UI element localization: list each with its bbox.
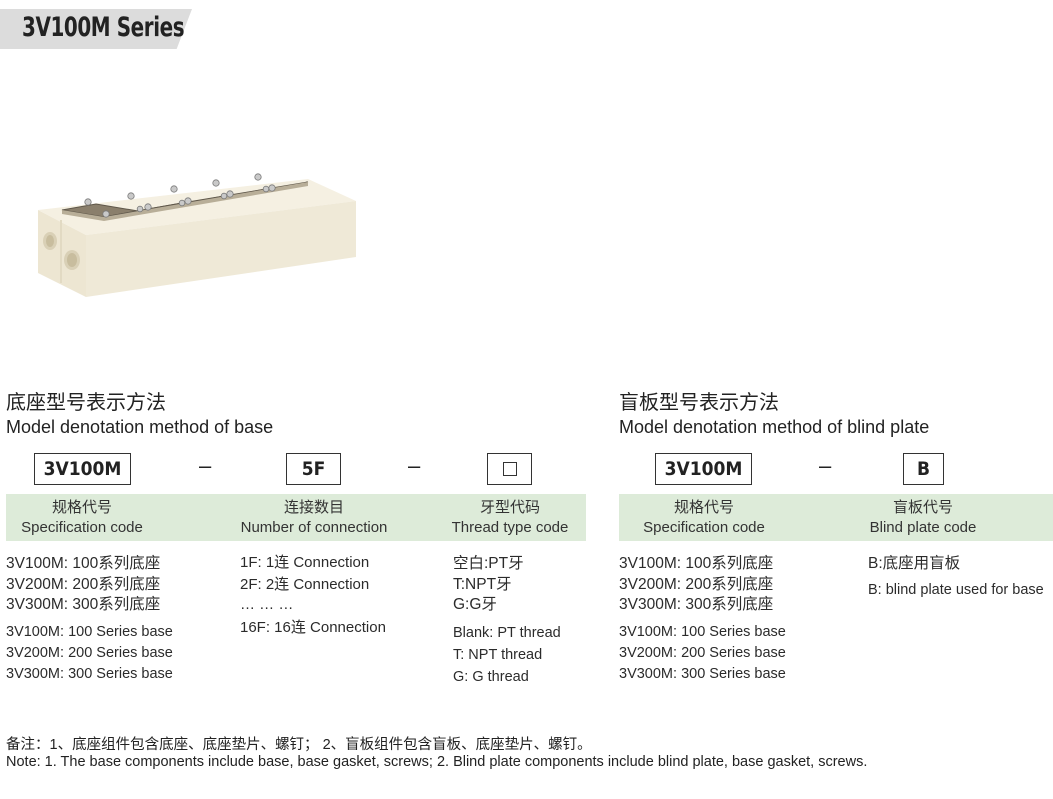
list-item: 3V200M: 200系列底座 [619,575,774,593]
blind-col-plate-zh: 盲板代号 [892,499,953,516]
list-item: 3V300M: 300 Series base [619,666,786,682]
list-item: 3V300M: 300 Series base [6,666,173,682]
base-connection-list: 1F: 1连 Connection 2F: 2连 Connection … … … [240,552,386,639]
base-spec-code-box: 3V100M [34,453,131,485]
blind-col-spec-zh: 规格代号 [673,499,734,516]
blind-col-spec-en: Specification code [643,519,765,536]
list-item: 1F: 1连 Connection [240,554,370,571]
blind-header-band [619,494,1053,541]
blind-dash: – [819,453,832,478]
list-item: 3V100M: 100系列底座 [6,555,161,572]
base-col-thread-en: Thread type code [451,519,569,536]
base-heading-zh: 底座型号表示方法 [6,392,166,414]
blind-col-plate-en: Blind plate code [869,519,977,536]
blind-spec-list-zh: 3V100M: 100系列底座 3V200M: 200系列底座 3V300M: … [619,554,773,616]
blind-heading-zh: 盲板型号表示方法 [619,392,779,414]
base-col-spec: 规格代号 Specification code [6,498,158,538]
base-dash-1: – [199,453,212,478]
list-item: Blank: PT thread [453,625,561,641]
list-item: 3V100M: 100 Series base [619,624,786,640]
note-en: Note: 1. The base components include bas… [6,754,868,770]
note-zh: 备注：1、底座组件包含底座、底座垫片、螺钉； 2、盲板组件包含盲板、底座垫片、螺… [6,737,592,753]
empty-square-icon [502,462,517,476]
blind-col-plate: 盲板代号 Blind plate code [858,498,988,538]
list-item: 3V300M: 300系列底座 [619,596,774,613]
base-thread-list-en: Blank: PT thread T: NPT thread G: G thre… [453,622,561,688]
base-thread-list-zh: 空白:PT牙 T:NPT牙 G:G牙 [453,554,524,616]
base-col-spec-zh: 规格代号 [51,499,112,516]
base-col-thread-zh: 牙型代码 [479,499,540,516]
base-connection-code-box: 5F [286,453,341,485]
list-item: 3V200M: 200 Series base [619,645,786,661]
list-item: T:NPT牙 [453,575,512,593]
blind-heading-en: Model denotation method of blind plate [619,417,930,437]
list-item: G: G thread [453,669,529,685]
base-dash-2: – [408,453,421,478]
blind-spec-code-box: 3V100M [655,453,752,485]
list-item: 16F: 16连 Connection [240,619,386,636]
list-item: … … … [240,596,294,613]
base-header-band [6,494,586,541]
blind-plate-code-box: B [903,453,944,485]
base-col-thread: 牙型代码 Thread type code [448,498,572,538]
list-item: 3V200M: 200 Series base [6,645,173,661]
list-item: 3V200M: 200系列底座 [6,575,161,593]
blind-col-spec: 规格代号 Specification code [619,498,789,538]
blind-plate-desc-en: B: blind plate used for base [868,582,1044,598]
list-item: 3V100M: 100系列底座 [619,555,774,572]
base-spec-list-en: 3V100M: 100 Series base 3V200M: 200 Seri… [6,622,173,685]
list-item: T: NPT thread [453,647,543,663]
base-col-connection-en: Number of connection [240,519,388,536]
list-item: G:G牙 [453,596,497,613]
base-col-connection-zh: 连接数目 [283,499,344,516]
base-col-spec-en: Specification code [21,519,143,536]
list-item: 3V100M: 100 Series base [6,624,173,640]
list-item: 2F: 2连 Connection [240,576,370,593]
list-item: 3V300M: 300系列底座 [6,596,161,613]
series-title: 3V100M Series [22,12,185,43]
base-product-image [38,173,356,297]
base-col-connection: 连接数目 Number of connection [234,498,394,538]
blind-spec-list-en: 3V100M: 100 Series base 3V200M: 200 Seri… [619,622,786,685]
list-item: 空白:PT牙 [453,555,524,572]
base-spec-list-zh: 3V100M: 100系列底座 3V200M: 200系列底座 3V300M: … [6,554,160,616]
base-thread-code-box [487,453,532,485]
blind-plate-desc-zh: B:底座用盲板 [868,555,961,572]
base-heading-en: Model denotation method of base [6,417,274,437]
series-banner [0,9,192,49]
